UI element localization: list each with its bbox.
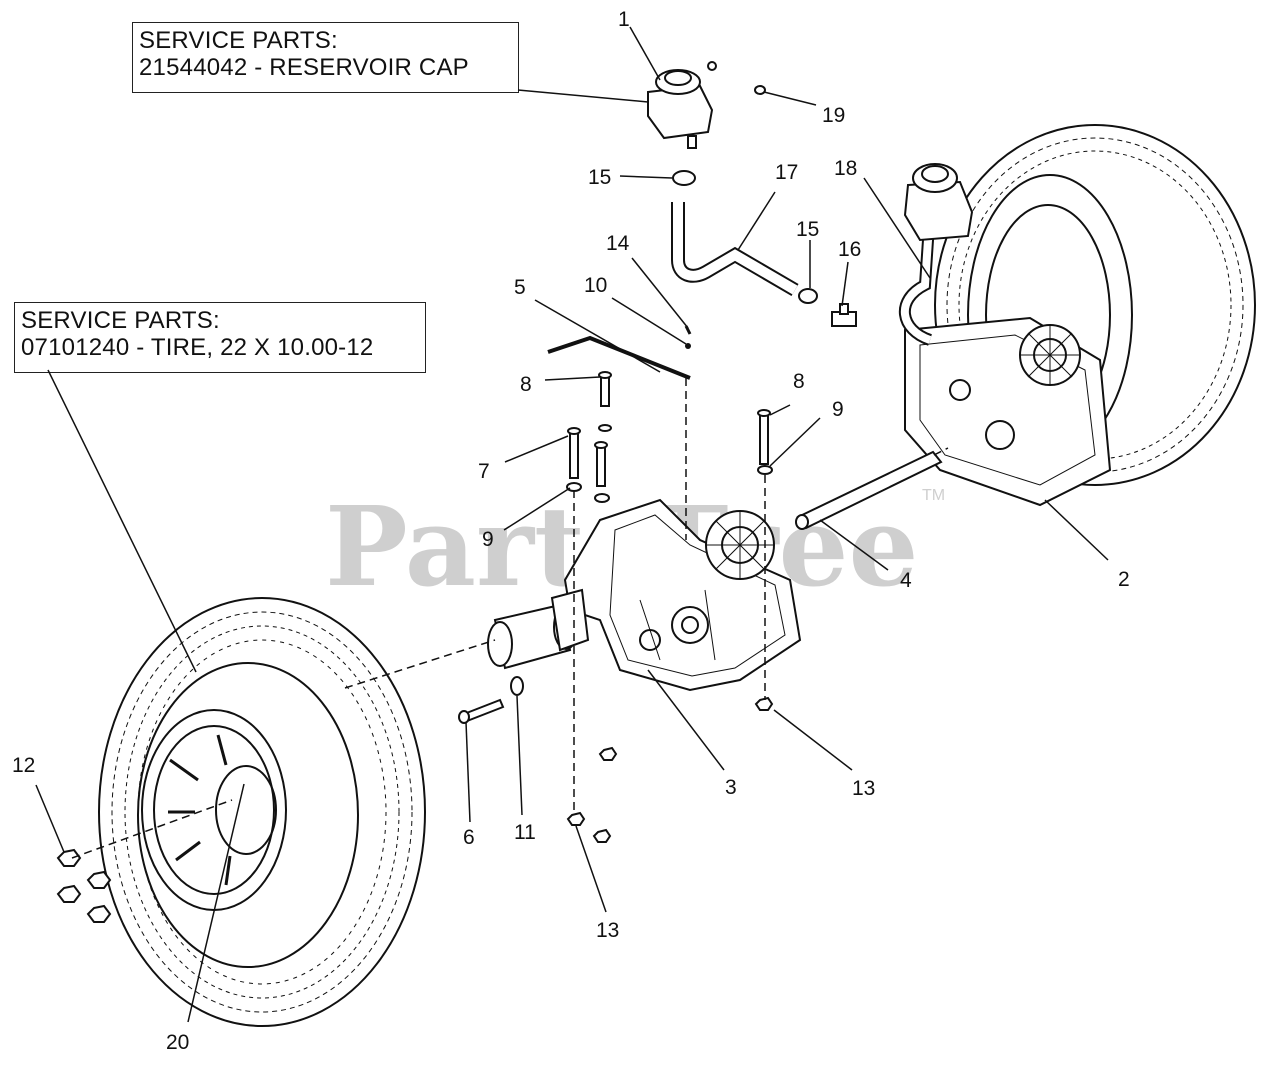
callout-15-right: 15 [796,218,819,241]
callout-1: 1 [618,8,630,31]
callout-8-right: 8 [793,370,805,393]
callout-15-top: 15 [588,166,611,189]
callout-7: 7 [478,460,490,483]
lug-nuts-left [56,848,112,923]
right-reservoir [903,163,974,242]
callout-9-left: 9 [482,528,494,551]
callout-13-right: 13 [852,777,875,800]
service-parts-heading: SERVICE PARTS: [139,27,338,54]
callout-13-bottom: 13 [596,919,619,942]
axle-spacer [795,450,943,530]
callout-17: 17 [775,161,798,184]
callout-9-right: 9 [832,398,844,421]
hose-clamp-top [672,170,696,186]
watermark-trademark: TM [922,487,945,504]
center-transaxle [563,498,802,692]
callout-2: 2 [1118,568,1130,591]
callout-18: 18 [834,157,857,180]
callout-4: 4 [900,569,912,592]
callout-14: 14 [606,232,630,255]
callout-5: 5 [514,276,526,299]
tire-part-number: 07101240 - TIRE, 22 X 10.00-12 [21,334,374,361]
callout-10: 10 [584,274,607,297]
callout-19: 19 [822,104,845,127]
service-parts-heading: SERVICE PARTS: [21,307,220,334]
bolt-6-spacer-11 [458,676,524,724]
nuts-13 [566,696,774,843]
callout-numbers: 1 2 3 4 5 6 7 8 8 9 9 10 11 12 13 13 14 … [12,8,1130,1054]
hose-clamp-right [798,288,818,304]
callout-6: 6 [463,826,475,849]
bolts-and-washers [566,371,773,503]
callout-12: 12 [12,754,35,777]
bolt-19 [754,85,766,95]
callout-20: 20 [166,1031,189,1054]
center-lines [71,378,949,859]
hose-17 [671,202,799,297]
service-parts-reservoir-box: SERVICE PARTS: 21544042 - RESERVOIR CAP [132,22,519,93]
pin-10 [685,343,691,349]
reservoir-cap [647,61,717,149]
pump-motor [487,588,590,670]
callout-8-left: 8 [520,373,532,396]
callout-16: 16 [838,238,861,261]
reservoir-cap-part-number: 21544042 - RESERVOIR CAP [139,54,469,81]
left-tire [98,597,426,1027]
callout-11: 11 [514,821,536,844]
leader-lines [35,26,1109,1023]
elbow-fitting [831,303,857,327]
service-parts-tire-box: SERVICE PARTS: 07101240 - TIRE, 22 X 10.… [14,302,426,373]
callout-3: 3 [725,776,737,799]
bypass-rod [547,335,691,380]
right-transaxle [899,209,1112,507]
